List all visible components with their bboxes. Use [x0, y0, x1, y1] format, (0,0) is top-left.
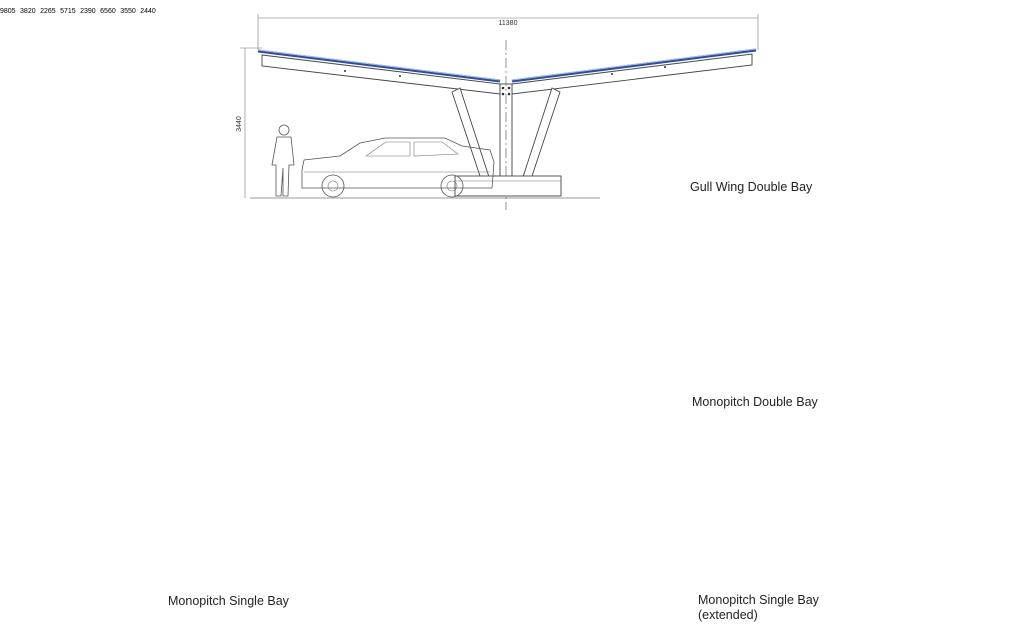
- monopitch-single-ext-width-label: 6560: [100, 8, 116, 15]
- monopitch-single-caption-line-1: Monopitch Single Bay: [168, 594, 289, 608]
- monopitch-single-ext-caption-line-1: Monopitch Single Bay: [698, 593, 819, 607]
- monopitch-single-caption: Monopitch Single Bay: [168, 594, 289, 609]
- monopitch-single-ext-width-dimension: 6560: [100, 0, 120, 17]
- monopitch-double-view: 9805 3820 2265: [0, 0, 60, 17]
- monopitch-single-ext-caption-line-2: (extended): [698, 608, 758, 622]
- monopitch-double-caption: Monopitch Double Bay: [692, 395, 818, 410]
- monopitch-double-low-label: 2265: [40, 8, 56, 15]
- gull-wing-right-canopy: [511, 48, 757, 95]
- gull-wing-bolts: [344, 66, 666, 96]
- monopitch-single-ext-low-dimension: 2440: [140, 0, 156, 17]
- gull-wing-caption-line-1: Gull Wing Double Bay: [690, 180, 813, 194]
- monopitch-double-caption-line-1: Monopitch Double Bay: [692, 395, 818, 409]
- monopitch-double-height-label: 3820: [20, 8, 36, 15]
- gull-wing-height-label: 3440: [236, 116, 243, 132]
- monopitch-single-ext-height-dimension: 3550: [120, 0, 140, 17]
- gull-wing-caption: Gull Wing Double Bay: [690, 180, 812, 195]
- monopitch-single-width-label: 5715: [60, 8, 76, 15]
- monopitch-single-ext-caption: Monopitch Single Bay (extended): [698, 593, 819, 623]
- gull-wing-view: 11380 3440: [236, 14, 759, 210]
- monopitch-single-ext-low-label: 2440: [140, 8, 156, 15]
- sedan-car-illustration: [301, 137, 495, 198]
- monopitch-single-low-dimension: 2390: [80, 0, 100, 17]
- monopitch-single-width-dimension: 5715: [60, 0, 80, 17]
- monopitch-double-width-dimension: 9805: [0, 0, 20, 17]
- gull-wing-height-dimension: 3440: [236, 47, 262, 198]
- monopitch-single-ext-view: 6560 3550 2440: [100, 0, 156, 17]
- monopitch-double-low-dimension: 2265: [40, 0, 60, 17]
- gull-wing-width-label: 11380: [499, 20, 518, 27]
- gull-wing-left-canopy: [257, 49, 501, 95]
- monopitch-double-height-dimension: 3820: [20, 0, 40, 17]
- monopitch-single-view: 5715 2390: [60, 0, 100, 17]
- monopitch-single-low-label: 2390: [80, 8, 96, 15]
- gull-wing-width-dimension: 11380: [257, 14, 759, 50]
- monopitch-single-ext-height-label: 3550: [120, 8, 136, 15]
- standing-man-illustration: [271, 124, 295, 197]
- monopitch-double-width-label: 9805: [0, 8, 16, 15]
- gull-wing-column: [451, 40, 562, 210]
